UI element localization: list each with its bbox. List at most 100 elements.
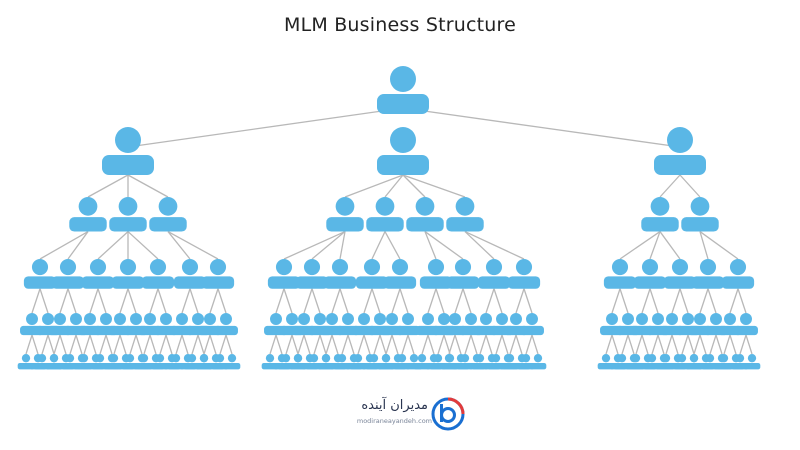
connector-line <box>31 334 39 355</box>
connector-line <box>67 288 77 314</box>
connector-line <box>363 334 371 355</box>
connector-line <box>509 334 517 355</box>
connector-line <box>424 231 464 260</box>
connector-line <box>424 231 437 260</box>
person-icon <box>201 259 235 289</box>
connector-line <box>127 288 137 314</box>
connector-line <box>97 288 107 314</box>
connector-line <box>391 334 399 355</box>
connector-line <box>339 231 346 260</box>
connector-line <box>275 288 285 314</box>
connector-line <box>739 334 747 355</box>
person-icon <box>520 313 544 336</box>
connector-line <box>159 334 167 355</box>
connector-line <box>127 174 169 198</box>
connector-line <box>401 334 409 355</box>
connector-line <box>371 231 386 260</box>
connector-line <box>649 288 659 314</box>
connector-line <box>341 334 349 355</box>
connector-line <box>143 334 151 355</box>
connector-line <box>709 334 717 355</box>
connector-line <box>657 334 665 355</box>
person-icon <box>109 197 147 232</box>
connector-line <box>515 334 523 355</box>
connector-line <box>275 334 283 355</box>
connector-line <box>729 334 737 355</box>
connector-line <box>197 334 205 355</box>
person-icon <box>326 197 364 232</box>
person-icon <box>529 354 547 370</box>
connector-line <box>485 334 493 355</box>
connector-line <box>167 231 191 260</box>
connector-line <box>737 288 747 314</box>
connector-line <box>297 334 305 355</box>
connector-line <box>209 288 219 314</box>
connector-line <box>75 334 83 355</box>
connector-line <box>679 288 689 314</box>
connector-line <box>311 288 321 314</box>
connector-line <box>325 334 333 355</box>
person-icon <box>377 127 429 175</box>
person-icon <box>654 127 706 175</box>
connector-line <box>41 334 49 355</box>
connector-line <box>621 334 629 355</box>
connector-line <box>421 334 429 355</box>
connector-line <box>435 288 445 314</box>
person-icon <box>111 259 145 289</box>
brand-name: مدیران آینده <box>361 398 428 413</box>
connector-line <box>331 288 341 314</box>
connector-line <box>167 230 219 260</box>
connector-line <box>402 107 681 148</box>
connector-line <box>470 334 478 355</box>
connector-line <box>385 334 393 355</box>
connector-line <box>217 288 227 314</box>
person-icon <box>141 259 175 289</box>
person-icon <box>396 313 420 336</box>
connector-line <box>209 334 217 355</box>
connector-line <box>693 334 701 355</box>
connector-line <box>495 334 503 355</box>
connector-line <box>407 334 415 355</box>
connector-line <box>149 288 159 314</box>
person-icon <box>406 197 444 232</box>
person-nodes <box>17 66 761 370</box>
person-icon <box>69 197 107 232</box>
connector-line <box>347 334 355 355</box>
person-icon <box>323 259 357 289</box>
person-icon <box>446 197 484 232</box>
connector-line <box>344 174 404 198</box>
connector-line <box>31 288 41 314</box>
connector-line <box>175 334 183 355</box>
connector-line <box>39 288 49 314</box>
connector-line <box>462 288 472 314</box>
connector-line <box>384 174 404 198</box>
person-icon <box>446 259 480 289</box>
connector-line <box>454 334 462 355</box>
logo-mark-icon <box>431 397 465 431</box>
connector-line <box>707 288 717 314</box>
connector-line <box>659 174 681 198</box>
person-icon <box>51 259 85 289</box>
connector-line <box>191 334 199 355</box>
connector-line <box>464 230 525 260</box>
connector-line <box>283 288 293 314</box>
connector-line <box>291 334 299 355</box>
connector-line <box>464 334 472 355</box>
connector-line <box>83 334 91 355</box>
connector-line <box>319 334 327 355</box>
connector-line <box>699 334 707 355</box>
person-icon <box>681 197 719 232</box>
connector-line <box>649 231 661 260</box>
person-icon <box>149 197 187 232</box>
connector-line <box>25 334 33 355</box>
connector-line <box>357 334 365 355</box>
connector-line <box>311 231 346 260</box>
connector-line <box>493 288 503 314</box>
person-icon <box>81 259 115 289</box>
connector-line <box>485 288 495 314</box>
connector-line <box>619 288 629 314</box>
person-icon <box>663 259 697 289</box>
person-icon <box>214 313 238 336</box>
connector-line <box>303 288 313 314</box>
